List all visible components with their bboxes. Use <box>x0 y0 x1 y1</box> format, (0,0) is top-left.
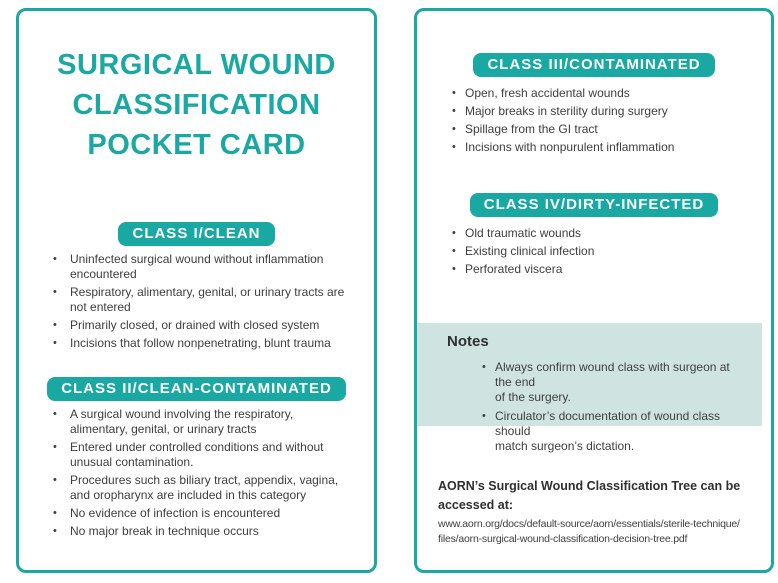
class-4-dirty-infected-badge: CLASS IV/DIRTY-INFECTED <box>469 193 719 217</box>
bullet-icon: • <box>53 474 57 486</box>
list-item: • Respiratory, alimentary, genital, or u… <box>53 285 364 315</box>
list-item: • Incisions with nonpurulent inflammatio… <box>452 140 761 155</box>
left-card: SURGICAL WOUND CLASSIFICATION POCKET CAR… <box>16 8 377 573</box>
class-2-clean-contaminated-badge: CLASS II/CLEAN-CONTAMINATED <box>47 377 346 401</box>
bullet-icon: • <box>53 525 57 537</box>
bullet-icon: • <box>53 319 57 331</box>
list-item: • Procedures such as biliary tract, appe… <box>53 473 364 503</box>
bullet-icon: • <box>53 337 57 349</box>
list-item: • Entered under controlled conditions an… <box>53 440 364 470</box>
page-title-line-3: POCKET CARD <box>87 129 306 161</box>
bullet-icon: • <box>53 408 57 420</box>
aorn-reference: AORN’s Surgical Wound Classification Tre… <box>417 477 771 547</box>
list-item-text: Old traumatic wounds <box>465 226 582 240</box>
page-title-line-1: SURGICAL WOUND <box>57 49 336 81</box>
list-item: • Spillage from the GI tract <box>452 122 761 137</box>
list-item-text: Major breaks in sterility during surgery <box>465 104 668 118</box>
list-item: • Primarily closed, or drained with clos… <box>53 318 364 333</box>
bullet-icon: • <box>452 105 456 117</box>
list-item: • No major break in technique occurs <box>53 524 364 539</box>
list-item: • Old traumatic wounds <box>452 226 761 241</box>
list-item-text: Incisions with nonpurulent inflammation <box>465 140 675 154</box>
list-item-text: Entered under controlled conditions and … <box>70 440 324 469</box>
list-item-text: Uninfected surgical wound without inflam… <box>70 252 324 281</box>
list-item: • No evidence of infection is encountere… <box>53 506 364 521</box>
class-1-clean-list: • Uninfected surgical wound without infl… <box>19 252 374 351</box>
list-item-text: No major break in technique occurs <box>70 524 259 538</box>
list-item: • Always confirm wound class with surgeo… <box>482 360 748 405</box>
notes-list: • Always confirm wound class with surgeo… <box>447 360 748 454</box>
list-item-text: A surgical wound involving the respirato… <box>70 407 294 436</box>
list-item-text: Spillage from the GI tract <box>465 122 598 136</box>
class-3-contaminated-list: • Open, fresh accidental wounds • Major … <box>417 86 771 155</box>
bullet-icon: • <box>452 227 456 239</box>
list-item: • Perforated viscera <box>452 262 761 277</box>
list-item-text: Incisions that follow nonpenetrating, bl… <box>70 336 331 350</box>
class-1-clean-badge: CLASS I/CLEAN <box>118 222 275 246</box>
list-item-text: Respiratory, alimentary, genital, or uri… <box>70 285 345 314</box>
list-item: • Existing clinical infection <box>452 244 761 259</box>
list-item-text: Procedures such as biliary tract, append… <box>70 473 339 502</box>
bullet-icon: • <box>452 263 456 275</box>
notes-heading: Notes <box>447 333 489 350</box>
list-item-text: Open, fresh accidental wounds <box>465 86 630 100</box>
list-item: • Uninfected surgical wound without infl… <box>53 252 364 282</box>
list-item-text: No evidence of infection is encountered <box>70 506 281 520</box>
list-item: • A surgical wound involving the respira… <box>53 407 364 437</box>
list-item-text: Primarily closed, or drained with closed… <box>70 318 320 332</box>
bullet-icon: • <box>482 410 486 422</box>
list-item: • Incisions that follow nonpenetrating, … <box>53 336 364 351</box>
page-title-line-2: CLASSIFICATION <box>72 89 321 121</box>
list-item-text: Always confirm wound class with surgeon … <box>495 360 730 404</box>
bullet-icon: • <box>452 123 456 135</box>
bullet-icon: • <box>452 141 456 153</box>
list-item: • Major breaks in sterility during surge… <box>452 104 761 119</box>
list-item-text: Existing clinical infection <box>465 244 595 258</box>
bullet-icon: • <box>53 441 57 453</box>
bullet-icon: • <box>53 253 57 265</box>
list-item-text: Perforated viscera <box>465 262 563 276</box>
class-2-clean-contaminated-list: • A surgical wound involving the respira… <box>19 407 374 539</box>
bullet-icon: • <box>452 87 456 99</box>
right-card: CLASS III/CONTAMINATED • Open, fresh acc… <box>414 8 774 573</box>
page-title: SURGICAL WOUND CLASSIFICATION POCKET CAR… <box>19 45 374 165</box>
list-item: • Open, fresh accidental wounds <box>452 86 761 101</box>
bullet-icon: • <box>53 507 57 519</box>
list-item-text: Circulator’s documentation of wound clas… <box>495 409 721 453</box>
aorn-reference-url: www.aorn.org/docs/default-source/aorn/es… <box>438 518 740 545</box>
list-item: • Circulator’s documentation of wound cl… <box>482 409 748 454</box>
bullet-icon: • <box>53 286 57 298</box>
bullet-icon: • <box>482 361 486 373</box>
class-4-dirty-infected-list: • Old traumatic wounds • Existing clinic… <box>417 226 771 277</box>
bullet-icon: • <box>452 245 456 257</box>
notes-panel: Notes • Always confirm wound class with … <box>417 323 762 453</box>
aorn-reference-heading: AORN’s Surgical Wound Classification Tre… <box>438 479 741 512</box>
class-3-contaminated-badge: CLASS III/CONTAMINATED <box>473 53 715 77</box>
